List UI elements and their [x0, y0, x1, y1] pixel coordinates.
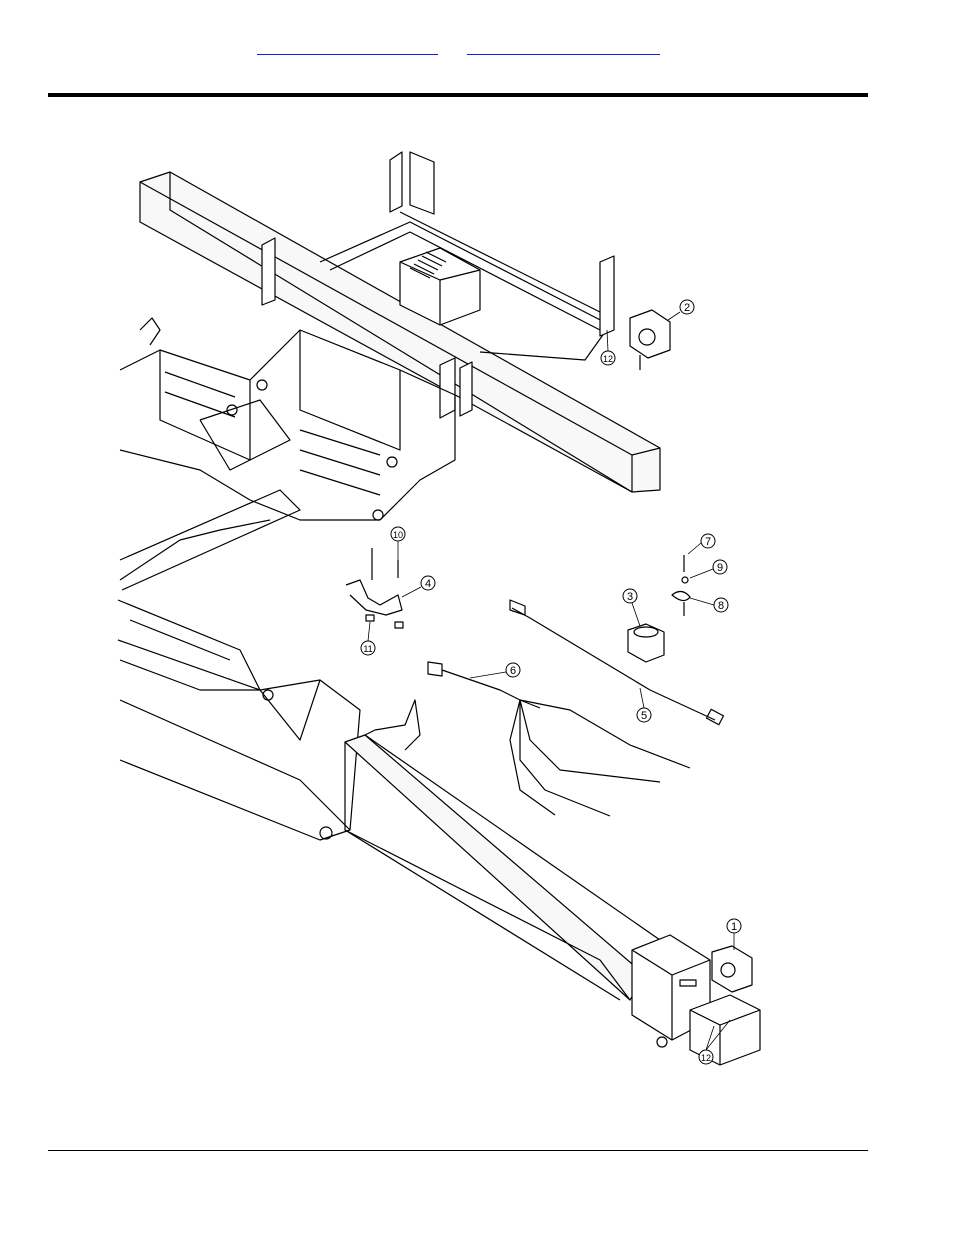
- callout-9-label: 9: [717, 562, 723, 574]
- callout-7-label: 7: [705, 536, 711, 548]
- callout-5-label: 5: [641, 710, 647, 722]
- callout-10-label: 10: [393, 530, 403, 540]
- header-rule: [48, 93, 868, 97]
- callout-1-label: 1: [731, 921, 737, 933]
- callout-12a-label: 12: [603, 354, 613, 364]
- header-link-2[interactable]: [467, 42, 660, 55]
- parts-diagram-drawing: 1 2 3 4 5 6 7 8 9 10 11 12 12: [108, 140, 768, 1080]
- callout-6-label: 6: [510, 665, 516, 677]
- callout-12b-label: 12: [701, 1053, 711, 1063]
- callout-11-label: 11: [363, 644, 372, 654]
- parts-diagram: 1 2 3 4 5 6 7 8 9 10 11 12 12: [108, 140, 768, 1080]
- callout-3-label: 3: [627, 591, 633, 603]
- header-link-1[interactable]: [257, 42, 438, 55]
- callout-4-label: 4: [425, 578, 431, 590]
- callout-8-label: 8: [718, 600, 724, 612]
- footer-rule: [48, 1150, 868, 1151]
- callout-2-label: 2: [684, 302, 690, 314]
